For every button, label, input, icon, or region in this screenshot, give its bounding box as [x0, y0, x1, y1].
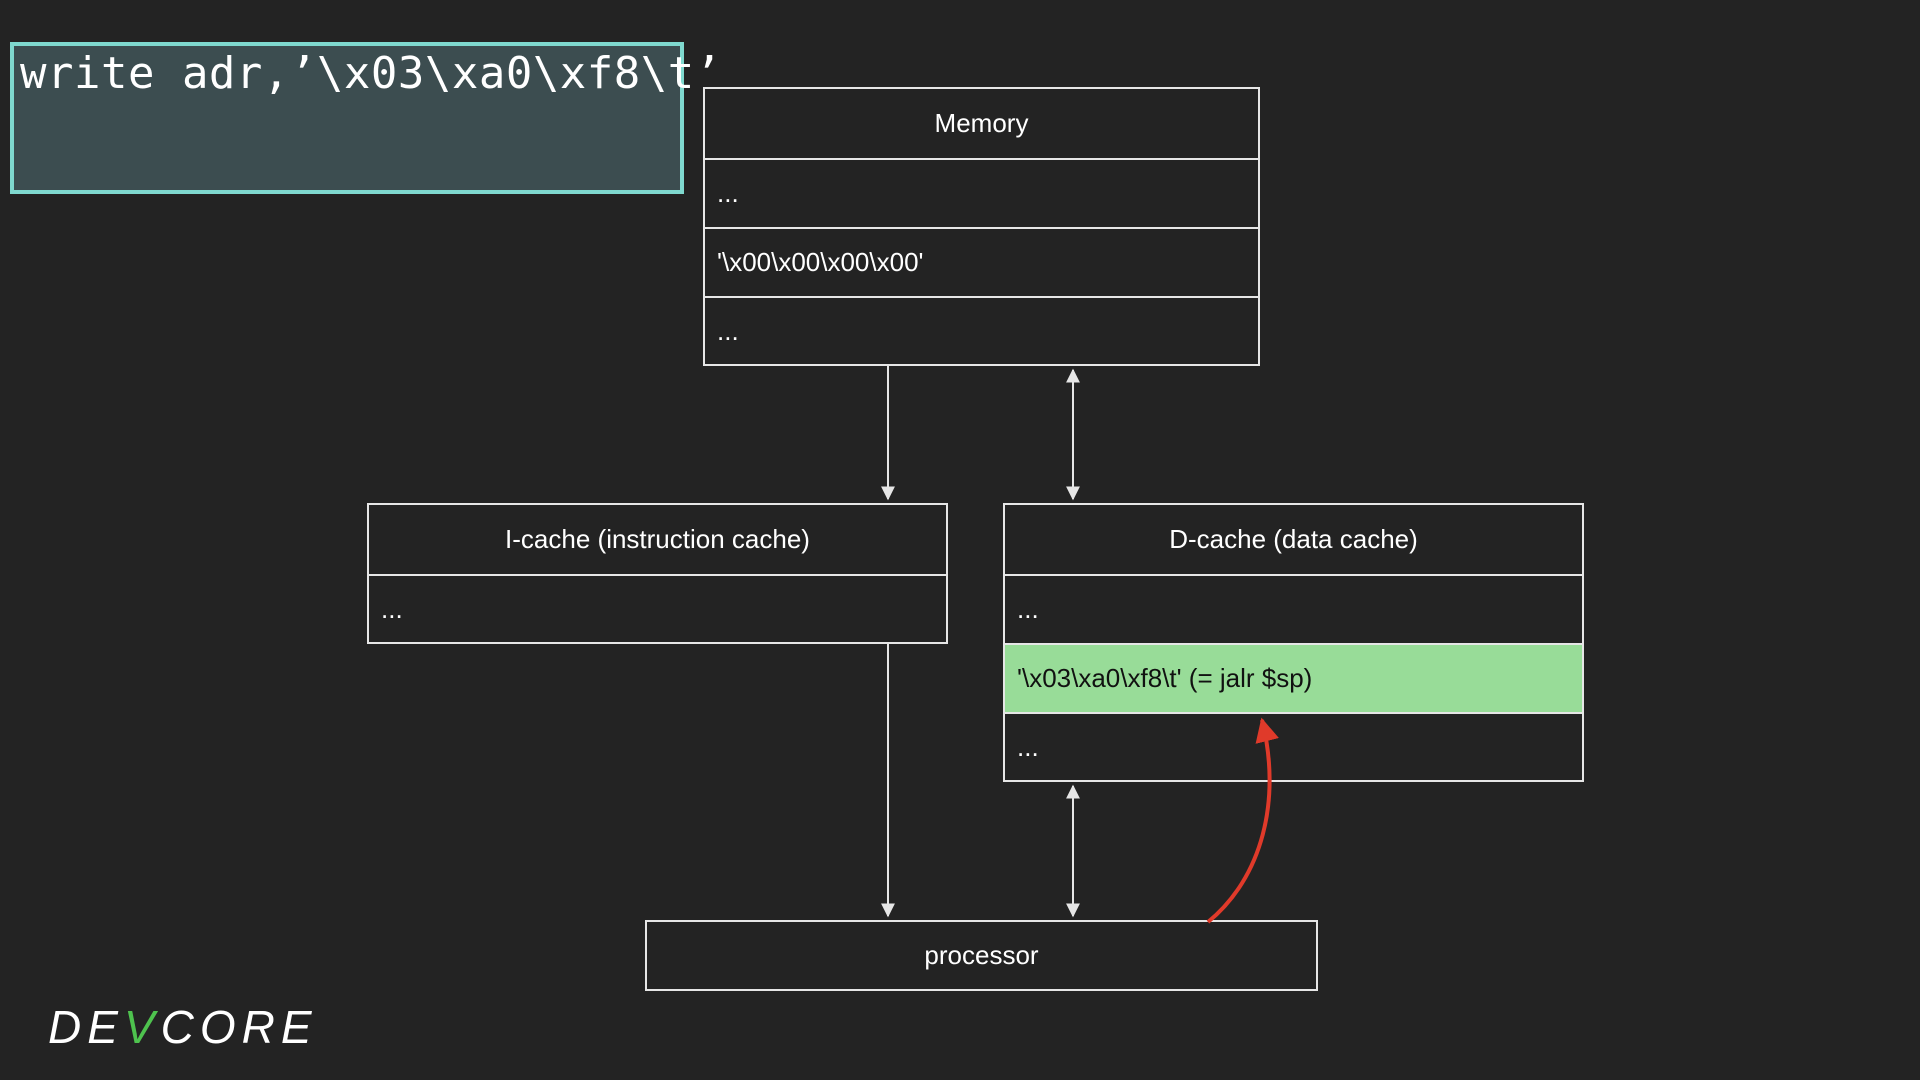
dcache-row-highlighted: '\x03\xa0\xf8\t' (= jalr $sp) — [1005, 643, 1582, 712]
dcache-row: ... — [1005, 574, 1582, 643]
memory-row: ... — [705, 158, 1258, 227]
dcache-title: D-cache (data cache) — [1169, 524, 1418, 554]
icache-row: ... — [369, 574, 946, 643]
code-box: write adr,’\x03\xa0\xf8\t’ — [10, 42, 721, 194]
memory-box: Memory ... '\x00\x00\x00\x00' ... — [703, 87, 1260, 366]
dcache-box: D-cache (data cache) ... '\x03\xa0\xf8\t… — [1003, 503, 1584, 782]
devcore-logo: DEVCORE — [48, 1001, 318, 1053]
memory-row: ... — [705, 296, 1258, 365]
icache-title: I-cache (instruction cache) — [505, 524, 810, 554]
processor-box: processor — [645, 920, 1318, 991]
icache-box: I-cache (instruction cache) ... — [367, 503, 948, 644]
memory-row: '\x00\x00\x00\x00' — [705, 227, 1258, 296]
write-arrow — [1206, 717, 1279, 924]
processor-label: processor — [924, 940, 1039, 970]
code-text: write adr,’\x03\xa0\xf8\t’ — [20, 48, 722, 99]
dcache-row: ... — [1005, 712, 1582, 781]
memory-title: Memory — [934, 108, 1029, 138]
